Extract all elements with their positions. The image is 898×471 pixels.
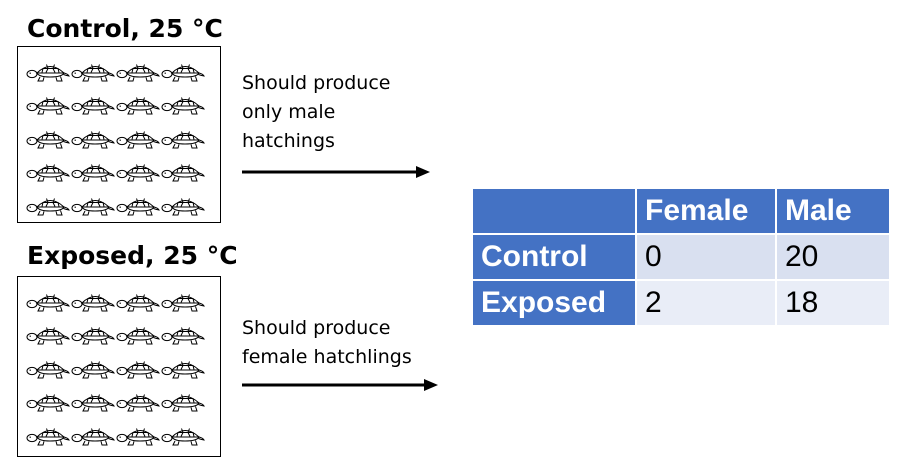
turtle-icon <box>116 389 160 415</box>
turtle-icon <box>26 193 70 219</box>
turtle-icon <box>161 159 205 185</box>
turtle-icon <box>116 423 160 449</box>
turtle-row <box>26 419 206 453</box>
turtle-icon <box>116 59 160 85</box>
table-row: Exposed 2 18 <box>471 279 891 327</box>
turtle-icon <box>26 289 70 315</box>
exposed-note: Should produce female hatchlings <box>242 317 412 368</box>
turtle-icon <box>71 322 115 348</box>
turtle-icon <box>71 159 115 185</box>
turtle-icon <box>71 289 115 315</box>
turtle-icon <box>26 322 70 348</box>
turtle-icon <box>71 193 115 219</box>
row-label-control: Control <box>471 233 637 281</box>
control-female-value: 0 <box>635 233 777 281</box>
turtle-icon <box>26 389 70 415</box>
turtle-icon <box>71 92 115 118</box>
exposed-female-value: 2 <box>635 279 777 327</box>
right-arrow-icon <box>242 166 430 178</box>
turtle-icon <box>116 322 160 348</box>
control-note: Should produce only male hatchings <box>242 72 391 152</box>
turtle-icon <box>71 356 115 382</box>
turtle-icon <box>161 92 205 118</box>
turtle-icon <box>116 92 160 118</box>
turtle-icon <box>161 126 205 152</box>
turtle-row <box>26 352 206 386</box>
turtle-icon <box>26 92 70 118</box>
male-header: Male <box>775 187 891 235</box>
turtle-icon <box>116 356 160 382</box>
row-label-exposed: Exposed <box>471 279 637 327</box>
turtle-icon <box>161 193 205 219</box>
exposed-turtle-grid <box>26 285 206 453</box>
turtle-icon <box>71 423 115 449</box>
turtle-icon <box>161 423 205 449</box>
turtle-row <box>26 285 206 319</box>
turtle-icon <box>71 126 115 152</box>
exposed-turtle-box <box>17 276 221 457</box>
control-turtle-grid <box>26 55 206 223</box>
turtle-icon <box>116 193 160 219</box>
turtle-icon <box>116 289 160 315</box>
exposed-male-value: 18 <box>775 279 891 327</box>
turtle-row <box>26 156 206 190</box>
turtle-icon <box>26 59 70 85</box>
turtle-row <box>26 55 206 89</box>
turtle-row <box>26 386 206 420</box>
female-header: Female <box>635 187 777 235</box>
exposed-title: Exposed, 25 °C <box>27 241 238 270</box>
turtle-icon <box>26 356 70 382</box>
turtle-icon <box>71 59 115 85</box>
turtle-icon <box>161 356 205 382</box>
turtle-icon <box>161 59 205 85</box>
table-corner-cell <box>471 187 637 235</box>
turtle-row <box>26 189 206 223</box>
turtle-row <box>26 122 206 156</box>
turtle-icon <box>161 389 205 415</box>
right-arrow-icon <box>242 379 438 391</box>
turtle-icon <box>161 289 205 315</box>
results-table: Female Male Control 0 20 Exposed 2 18 <box>471 187 891 327</box>
table-row: Control 0 20 <box>471 233 891 281</box>
turtle-icon <box>116 126 160 152</box>
turtle-icon <box>161 322 205 348</box>
control-turtle-box <box>17 46 221 223</box>
turtle-icon <box>26 423 70 449</box>
turtle-icon <box>26 159 70 185</box>
turtle-icon <box>26 126 70 152</box>
table-header-row: Female Male <box>471 187 891 235</box>
turtle-icon <box>71 389 115 415</box>
control-title: Control, 25 °C <box>27 14 223 43</box>
turtle-row <box>26 319 206 353</box>
control-male-value: 20 <box>775 233 891 281</box>
turtle-icon <box>116 159 160 185</box>
turtle-row <box>26 89 206 123</box>
